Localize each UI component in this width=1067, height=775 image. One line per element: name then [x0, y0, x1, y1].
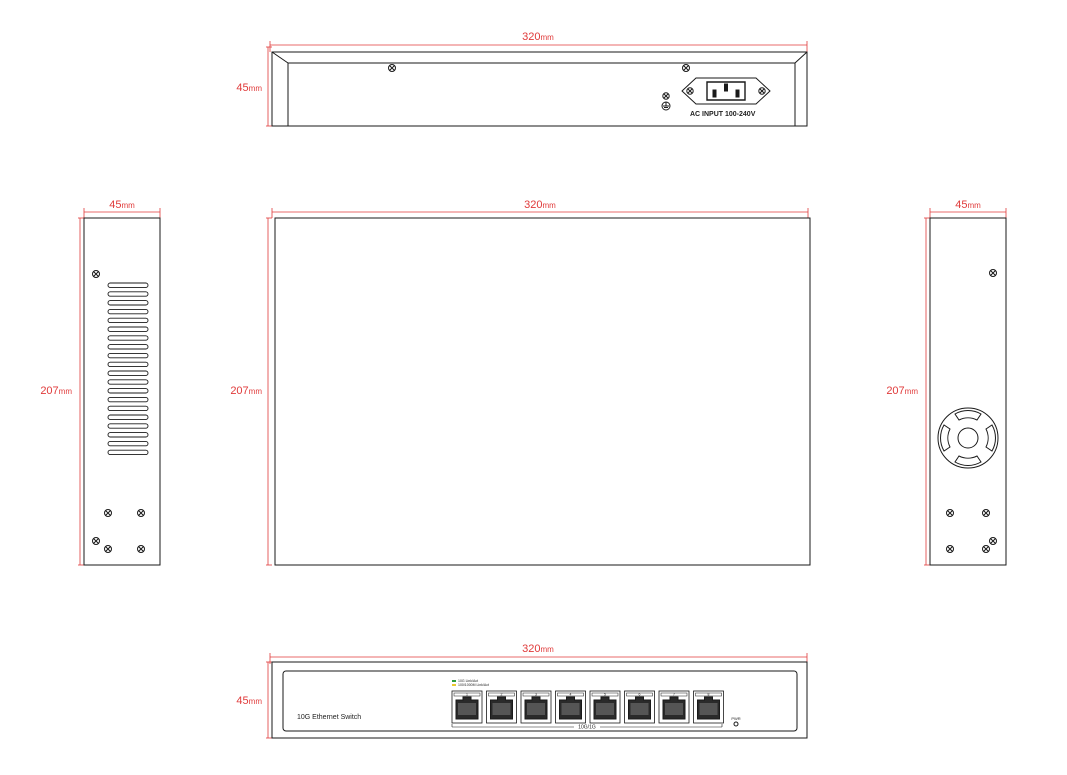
top-panel: [274, 217, 811, 566]
ac-power-inlet: [681, 77, 771, 105]
port-number: 2: [501, 693, 503, 697]
pwr-label: PWR: [731, 716, 740, 721]
rj45-port: 4: [555, 690, 586, 724]
top-height-dimension: [266, 217, 272, 566]
screw-icon: [989, 537, 997, 545]
port-number: 3: [535, 693, 537, 697]
led-legend-yellow-text: 100/1000M Link/Act: [458, 683, 489, 687]
top-width-label: 320mm: [524, 199, 556, 211]
rj45-port: 5: [589, 690, 621, 724]
screw-icon: [989, 269, 997, 277]
port-group-label: 10G/1G: [578, 725, 596, 731]
rear-height-label: 45mm: [236, 82, 262, 94]
rj45-port: 6: [624, 690, 655, 724]
vent-slot: [107, 326, 149, 332]
left-width-dimension: [83, 208, 161, 218]
right-side-view: 45mm 207mm: [886, 199, 1007, 566]
port-number: 8: [708, 693, 710, 697]
led-legend-green-text: 10G Link/Act: [458, 679, 478, 683]
left-height-label: 207mm: [40, 385, 72, 397]
front-height-label: 45mm: [236, 695, 262, 707]
front-width-label: 320mm: [522, 643, 554, 655]
pwr-led-icon: [733, 721, 739, 727]
rear-width-label: 320mm: [522, 31, 554, 43]
left-width-label: 45mm: [109, 199, 135, 211]
right-screws: [946, 269, 997, 553]
port-group-bracket: [451, 724, 723, 728]
vent-slot: [107, 344, 149, 350]
rear-panel: [271, 51, 808, 127]
screw-icon: [982, 545, 990, 553]
right-side-panel: [929, 217, 1007, 566]
front-panel-outer: [271, 661, 808, 739]
vent-slot: [107, 423, 149, 429]
vent-slot: [107, 396, 149, 403]
right-height-dimension: [924, 217, 930, 566]
rear-height-dimension: [266, 46, 272, 127]
vent-slot: [107, 291, 149, 297]
vent-slot: [107, 335, 149, 341]
vent-slot: [107, 300, 149, 306]
vent-slot: [107, 361, 149, 368]
screw-icon: [104, 509, 112, 517]
rj45-port-group: 1 2 3 4 5 6 7 8: [451, 690, 724, 724]
port-number: 7: [673, 693, 675, 697]
left-screws: [92, 270, 145, 553]
power-input-label: AC INPUT 100-240V: [690, 111, 756, 118]
screw-icon: [946, 545, 954, 553]
rear-width-dimension: [269, 41, 808, 52]
left-side-view: 45mm 207mm: [40, 199, 161, 566]
rear-screw-icon: [682, 64, 690, 72]
screw-icon: [92, 537, 100, 545]
rj45-port: 3: [520, 690, 552, 724]
front-height-dimension: [266, 661, 272, 739]
port-number: 6: [639, 693, 641, 697]
screw-icon: [137, 509, 145, 517]
left-side-panel: [83, 217, 161, 566]
product-name: 10G Ethernet Switch: [297, 714, 361, 721]
vent-slot: [107, 352, 149, 359]
top-height-label: 207mm: [230, 385, 262, 397]
vent-slot: [107, 379, 149, 385]
vent-slots: [107, 282, 149, 456]
front-panel-inner: [282, 670, 798, 732]
vent-slot: [107, 388, 149, 394]
rj45-port: 8: [693, 690, 724, 724]
vent-slot: [107, 432, 149, 438]
vent-slot: [107, 317, 149, 324]
rj45-port: 1: [451, 690, 483, 724]
vent-slot: [107, 370, 149, 376]
vent-slot: [107, 414, 149, 420]
screw-icon: [104, 545, 112, 553]
screw-icon: [92, 270, 100, 278]
vent-slot: [107, 282, 149, 288]
led-legend-green-swatch: [452, 680, 456, 682]
front-view: 320mm 45mm 10G Ethernet Switch 10G Link/…: [236, 643, 808, 739]
vent-slot: [107, 308, 149, 315]
left-height-dimension: [78, 217, 84, 566]
port-number: 5: [604, 693, 606, 697]
top-view: 320mm 207mm: [230, 199, 811, 566]
vent-slot: [107, 440, 149, 447]
rj45-port: 7: [658, 690, 690, 724]
fan-grille-icon: [937, 407, 999, 469]
screw-icon: [946, 509, 954, 517]
rj45-port: 2: [486, 690, 517, 724]
ground-symbol-icon: [661, 92, 671, 111]
right-width-dimension: [929, 208, 1007, 218]
port-number: 1: [466, 693, 468, 697]
led-legend-yellow-swatch: [452, 684, 456, 686]
vent-slot: [107, 449, 149, 456]
screw-icon: [137, 545, 145, 553]
vent-slot: [107, 405, 149, 412]
rear-view: 320mm 45mm: [236, 31, 808, 127]
top-width-dimension: [271, 208, 809, 218]
rear-screw-icon: [388, 64, 396, 72]
right-width-label: 45mm: [955, 199, 981, 211]
port-number: 4: [570, 693, 572, 697]
led-legend: 10G Link/Act 100/1000M Link/Act: [452, 679, 489, 687]
right-height-label: 207mm: [886, 385, 918, 397]
screw-icon: [982, 509, 990, 517]
